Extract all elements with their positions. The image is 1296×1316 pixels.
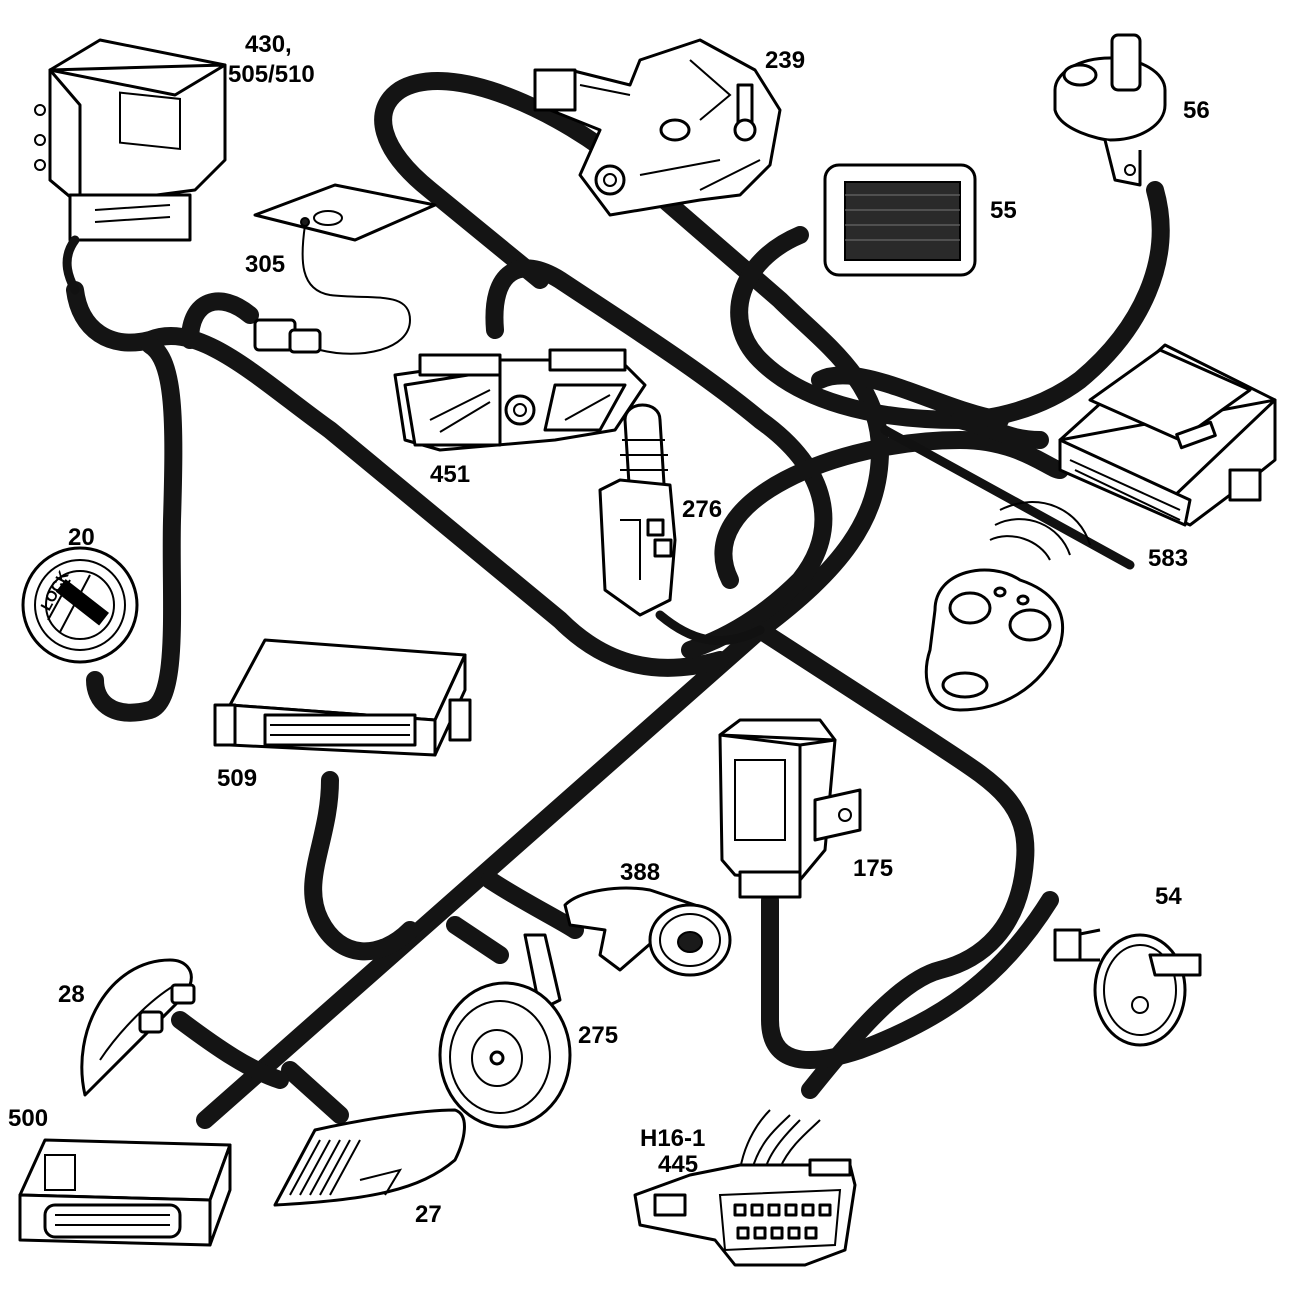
switch-239: [533, 38, 782, 217]
sensor-276: [598, 403, 677, 617]
label-305: 305: [245, 251, 285, 278]
label-509: 509: [217, 765, 257, 792]
horn-275: [438, 933, 572, 1129]
connector-pins: [733, 1203, 832, 1240]
ecu-430-module: [34, 38, 227, 295]
label-239: 239: [765, 47, 805, 74]
label-27: 27: [415, 1201, 442, 1228]
switch-54: [1053, 928, 1202, 1047]
lamp-27: [273, 1108, 466, 1207]
label-388: 388: [620, 859, 660, 886]
label-h16-1: H16-1: [640, 1125, 705, 1152]
part-labels: 430, 505/510 239 56 55 305 451 276 20 LO…: [8, 31, 1210, 1228]
socket-388: [563, 886, 732, 977]
label-505-510: 505/510: [228, 61, 315, 88]
label-430: 430,: [245, 31, 292, 58]
relay-175: [718, 718, 862, 899]
key-fob: [924, 501, 1091, 712]
label-275: 275: [578, 1022, 618, 1049]
harness-main-trunk: [196, 621, 769, 1129]
harness-branch-388: [481, 871, 584, 939]
harness-branch-56: [951, 181, 1170, 429]
unit-55: [823, 163, 977, 277]
diagnostic-connector-445: [633, 1109, 857, 1267]
harness-branch-583: [714, 431, 1069, 589]
switch-56: [1053, 33, 1167, 187]
label-583: 583: [1148, 545, 1188, 572]
label-28: 28: [58, 981, 85, 1008]
harness-276-lead: [655, 610, 765, 646]
wiring-harness: [66, 72, 1170, 1129]
harness-branch-55-583: [730, 226, 1049, 449]
module-583: [1058, 343, 1277, 527]
sensor-305: [253, 183, 437, 355]
harness-branch-27: [281, 1061, 349, 1124]
harness-loop-left: [66, 281, 729, 677]
label-175: 175: [853, 855, 893, 882]
ecu-500: [18, 1138, 232, 1247]
harness-loop-ecu-430-drop: [86, 336, 183, 722]
harness-branch-305: [181, 292, 259, 349]
harness-branch-175: [761, 891, 1059, 1069]
lamp-451: [393, 348, 647, 452]
label-56: 56: [1183, 97, 1210, 124]
harness-branch-horn: [446, 916, 509, 964]
label-20: 20: [68, 524, 95, 551]
label-54: 54: [1155, 883, 1182, 910]
label-451: 451: [430, 461, 470, 488]
label-55: 55: [990, 197, 1017, 224]
harness-branch-28: [171, 1011, 289, 1089]
harness-loop-center: [485, 259, 833, 659]
label-445: 445: [658, 1151, 698, 1178]
lamp-28: [80, 958, 196, 1097]
label-276: 276: [682, 496, 722, 523]
harness-branch-right: [751, 621, 1035, 1099]
harness-branch-509: [304, 771, 419, 961]
ecu-509: [213, 638, 472, 757]
harness-trunk-upper-right: [374, 72, 889, 639]
ignition-switch-20: [21, 546, 139, 664]
label-500: 500: [8, 1105, 48, 1132]
